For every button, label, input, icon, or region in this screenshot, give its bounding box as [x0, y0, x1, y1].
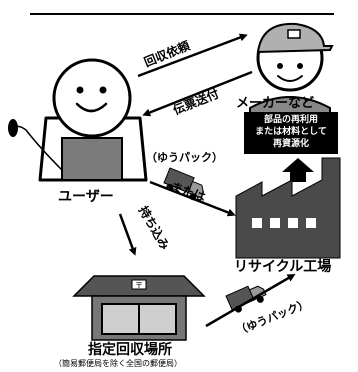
svg-text:〒: 〒	[135, 281, 143, 290]
carry-in-arrow	[118, 213, 137, 256]
yupack-top-label: （ゆうパック）	[146, 151, 223, 164]
reuse-up-arrow	[282, 158, 314, 182]
factory-icon	[235, 157, 341, 259]
collection-site-icon: 〒	[72, 275, 206, 341]
reuse-line-3: 再資源化	[272, 139, 309, 149]
user-to-factory-arrow	[149, 180, 236, 217]
maker-icon	[249, 22, 334, 117]
reuse-box: 部品の再利用 または材料として 再資源化	[244, 112, 338, 154]
request-slip-arrows	[137, 33, 253, 117]
collection-site-label: 指定回収場所	[88, 342, 172, 358]
user-icon	[8, 58, 148, 182]
maker-label: メーカーなど	[236, 96, 315, 111]
recycle-plant-label: リサイクル工場	[234, 259, 332, 275]
collection-to-factory-arrow	[205, 273, 296, 328]
reuse-line-2: または材料として	[255, 127, 327, 137]
reuse-line-1: 部品の再利用	[263, 115, 318, 125]
user-label: ユーザー	[58, 189, 114, 205]
collection-site-note: （簡易郵便局を除く全国の郵便局）	[54, 359, 182, 368]
